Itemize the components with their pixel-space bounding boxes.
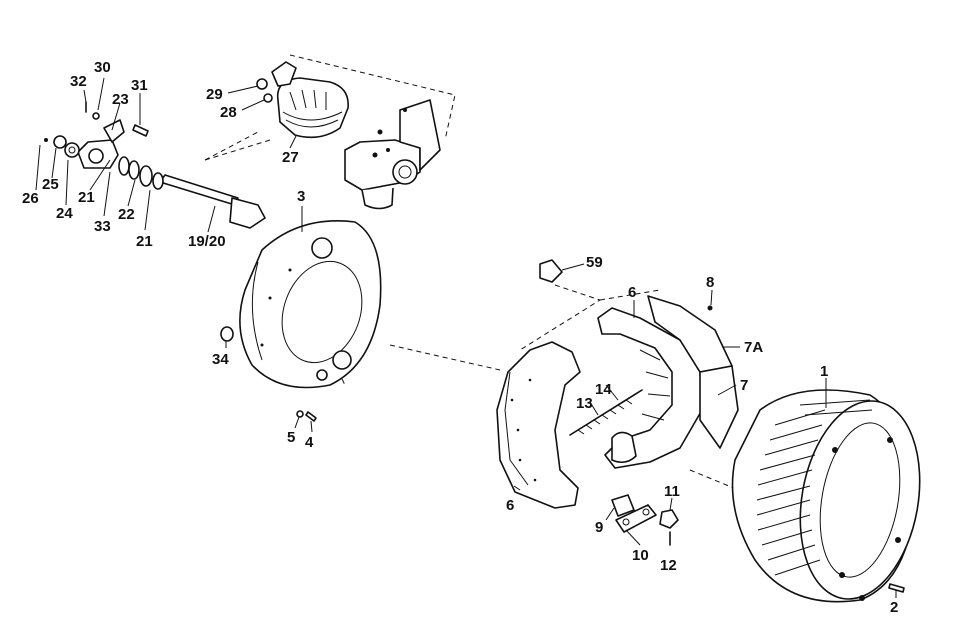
label-59: 59 [586,254,603,271]
label-11: 11 [664,483,680,500]
label-9: 9 [595,519,603,536]
anchor-pin-parts-9-10-11-12 [611,305,713,546]
label-22: 22 [118,206,135,223]
label-5: 5 [287,429,295,446]
label-34: 34 [212,351,229,368]
label-2: 2 [890,599,898,616]
label-30: 30 [94,59,111,76]
label-27: 27 [282,149,299,166]
label-7: 7 [740,377,748,394]
label-8: 8 [706,274,714,291]
label-32: 32 [70,73,87,90]
brake-chamber-part-27 [256,61,349,139]
label-3: 3 [297,188,305,205]
backing-plate-part-3 [239,220,382,389]
return-spring-parts-13-14 [569,389,643,436]
label-21-lower: 21 [136,233,153,250]
label-12: 12 [660,557,677,574]
label-21-upper: 21 [78,189,95,206]
bushing-part-34 [220,326,234,342]
label-19-20: 19/20 [188,233,226,250]
label-1: 1 [820,363,828,380]
label-10: 10 [632,547,649,564]
label-26: 26 [22,190,39,207]
label-14: 14 [595,381,612,398]
brake-shoe-upper-part-6 [597,307,703,469]
label-33: 33 [94,218,111,235]
part-number-labels: 30 32 23 31 29 28 27 26 25 24 21 33 22 2… [22,59,898,616]
label-4: 4 [305,434,314,451]
brake-shoe-lower-part-6 [496,341,581,509]
label-31: 31 [131,77,148,94]
label-24: 24 [56,205,73,222]
screw-washer-parts-4-5 [296,410,317,422]
label-13: 13 [576,395,593,412]
camshaft-part-19-20 [118,156,266,229]
leader-lines [35,77,897,598]
roller-part-59 [539,259,563,283]
brake-drum-part-1 [731,389,921,603]
label-6-lower: 6 [506,497,514,514]
label-28: 28 [220,104,237,121]
label-23: 23 [112,91,129,108]
brake-lining-parts-7-7a [647,295,739,449]
label-29: 29 [206,86,223,103]
label-6-upper: 6 [628,284,636,301]
screw-part-2 [888,583,905,593]
label-7a: 7A [744,339,763,356]
adjuster-small-parts [44,101,149,169]
bracket-housing [344,99,441,210]
label-25: 25 [42,176,59,193]
